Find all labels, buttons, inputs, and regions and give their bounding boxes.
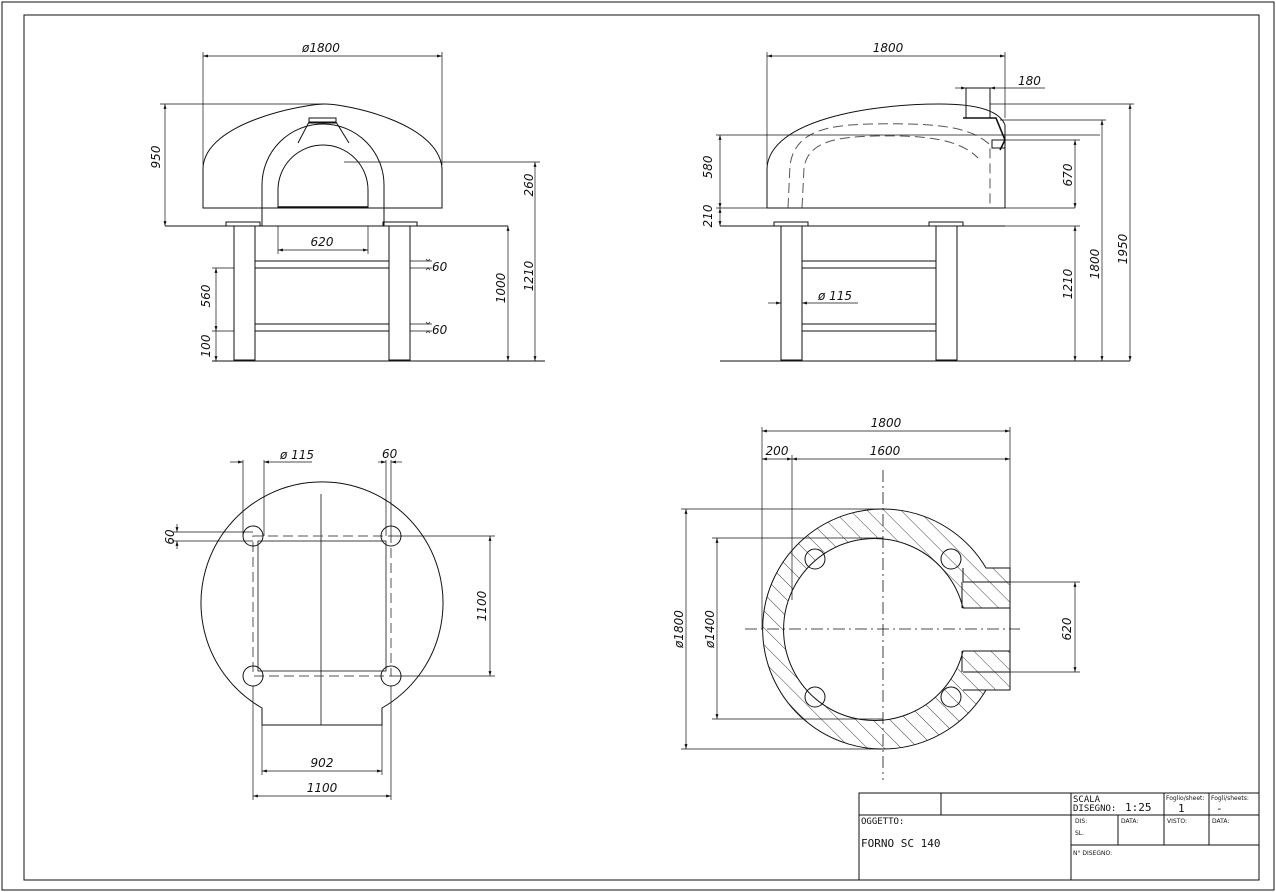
dim-60-plan-top: 60	[382, 447, 398, 461]
dome-side-outline	[766, 103, 1006, 208]
dim-1100-plan-height: 1100	[475, 590, 489, 621]
disegno-label: DISEGNO:	[1073, 804, 1116, 814]
foglio-value: 1	[1178, 802, 1185, 815]
front-dimensions: ø1800 950 620 260 1210 1000 560 100 60 6…	[149, 41, 540, 361]
dim-950: 950	[149, 145, 163, 168]
fogli-label: Fogli/sheets:	[1211, 795, 1249, 802]
scale-value: 1:25	[1125, 801, 1152, 814]
fogli-value: -	[1216, 802, 1223, 815]
data-label: DATA:	[1121, 818, 1138, 825]
sl-label: SL.	[1075, 830, 1084, 837]
dim-1210-side: 1210	[1061, 268, 1075, 299]
dim-d1800-front: ø1800	[301, 41, 340, 55]
dim-1800-side: 1800	[873, 41, 904, 55]
side-dimensions: 1800 180 580 210 670 1210 1800 1950 ø 11…	[701, 41, 1134, 361]
plan-view	[200, 481, 444, 726]
foglio-label: Foglio/sheet:	[1166, 795, 1204, 802]
dim-180: 180	[1018, 74, 1041, 88]
title-block: SCALA DISEGNO: 1:25 Foglio/sheet: 1 Fogl…	[858, 792, 1260, 881]
section-dimensions: 1800 200 1600 ø1800 ø1400 620	[672, 416, 1080, 750]
dim-1800-height: 1800	[1088, 248, 1102, 279]
plan-outline	[200, 481, 444, 726]
n-disegno-label: N° DISEGNO:	[1073, 850, 1112, 857]
dim-1000: 1000	[494, 272, 508, 303]
dis-label: DIS:	[1075, 818, 1087, 825]
section-view	[745, 470, 1020, 780]
dome-front-outline	[202, 103, 443, 209]
visto-label: VISTO:	[1167, 818, 1187, 825]
dim-1100-plan-width: 1100	[307, 781, 338, 795]
dim-580: 580	[701, 155, 715, 178]
dim-1800-section: 1800	[871, 416, 902, 430]
dim-670: 670	[1061, 163, 1075, 186]
oggetto-value: FORNO SC 140	[861, 837, 940, 850]
dim-leg-115-plan: ø 115	[279, 448, 314, 462]
dim-d1800-section: ø1800	[672, 610, 686, 649]
dim-200: 200	[766, 444, 789, 458]
dim-1600: 1600	[870, 444, 901, 458]
dim-1950: 1950	[1116, 233, 1130, 264]
dim-620-front: 620	[311, 235, 334, 249]
dim-1210-front: 1210	[522, 260, 536, 291]
dim-210: 210	[701, 204, 715, 227]
data2-label: DATA:	[1212, 818, 1229, 825]
dim-902: 902	[311, 756, 334, 770]
oggetto-label: OGGETTO:	[861, 817, 904, 827]
dim-260: 260	[522, 173, 536, 196]
front-view	[165, 103, 545, 362]
dim-d1400-section: ø1400	[703, 610, 717, 649]
dim-100: 100	[199, 334, 213, 357]
dim-60-plan-side: 60	[163, 529, 177, 545]
plan-dimensions: ø 115 60 60 1100 902 1100	[163, 447, 495, 800]
dim-560: 560	[199, 284, 213, 307]
scala-label: SCALA	[1073, 795, 1101, 805]
dim-620-section: 620	[1060, 617, 1074, 640]
dim-leg-115-side: ø 115	[817, 289, 852, 303]
dim-60-bar-bottom: 60	[432, 323, 448, 337]
side-view	[720, 87, 1130, 362]
inner-frame	[23, 14, 1260, 881]
dim-60-bar-top: 60	[432, 260, 448, 274]
